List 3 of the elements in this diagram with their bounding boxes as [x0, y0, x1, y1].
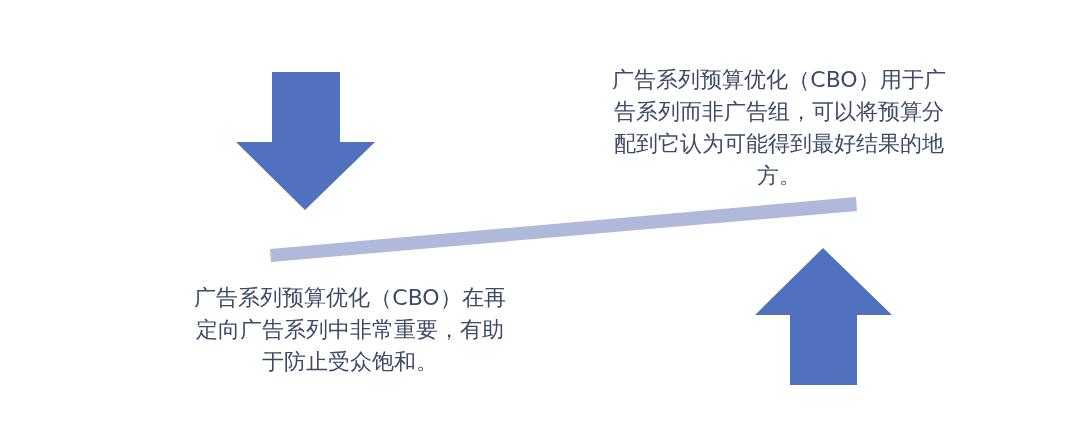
note-text: 广告系列预算优化（CBO）用于广告系列而非广告组，可以将预算分配到它认为可能得到最好结果的地方。: [612, 66, 946, 190]
seesaw-bar: [270, 197, 857, 262]
note-text: 广告系列预算优化（CBO）在再定向广告系列中非常重要，有助于防止受众饱和。: [193, 284, 507, 376]
